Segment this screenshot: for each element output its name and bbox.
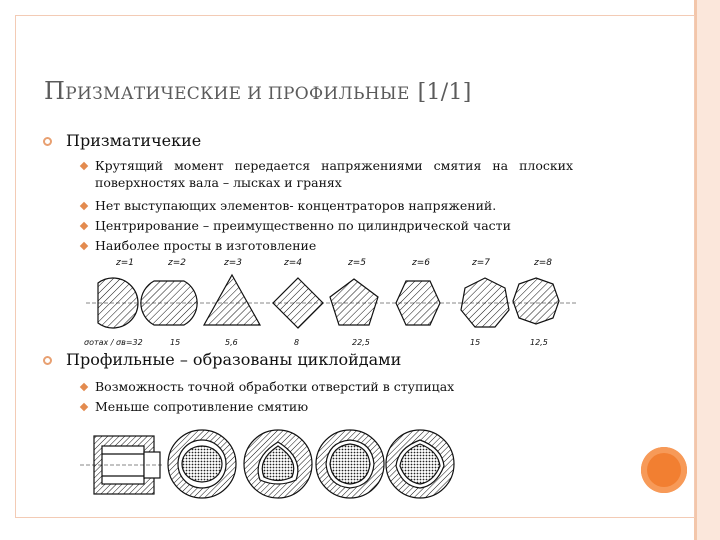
- title-counter: [1/1]: [417, 80, 472, 105]
- label-ratio: σотах / σв=32: [84, 338, 143, 347]
- shaft-hub-side-view: [80, 435, 164, 495]
- section-heading-profile: Профильные – образованы циклойдами: [66, 350, 402, 369]
- side-accent-line: [694, 0, 697, 540]
- label-z1: z=1: [115, 258, 134, 268]
- list-item: Нет выступающих элементов- концентраторо…: [95, 198, 497, 213]
- title-text: РИЗМАТИЧЕСКИЕ И ПРОФИЛЬНЫЕ: [65, 84, 410, 104]
- section-z3: [202, 273, 262, 326]
- label-value: 15: [470, 338, 480, 347]
- list-item-continuation: поверхностях вала – лысках и гранях: [95, 175, 342, 190]
- label-z6: z=6: [411, 258, 430, 268]
- label-value: 22,5: [352, 338, 370, 347]
- label-z3: z=3: [223, 258, 242, 268]
- label-value: 12,5: [530, 338, 548, 347]
- slide-frame: [15, 15, 695, 518]
- section-z5: [329, 278, 379, 326]
- slide-title: ПРИЗМАТИЧЕСКИЕ И ПРОФИЛЬНЫЕ [1/1]: [44, 77, 472, 105]
- label-z2: z=2: [167, 258, 186, 268]
- section-z7: [460, 277, 510, 328]
- section-bullet-icon: [43, 137, 52, 146]
- label-z5: z=5: [347, 258, 366, 268]
- list-item: Центрирование – преимущественно по цилин…: [95, 218, 511, 233]
- title-first-letter: П: [44, 77, 66, 105]
- section-z2: [140, 280, 198, 326]
- decorative-orange-circle: [641, 447, 687, 493]
- list-item: Возможность точной обработки отверстий в…: [95, 379, 455, 394]
- prismatic-sections-figure: z=1 z=2 z=3 z=4 z=5 z=6 z=7 z=8 σотах / …: [84, 258, 577, 347]
- section-z8: [512, 277, 560, 325]
- label-value: 8: [294, 338, 299, 347]
- label-z8: z=8: [533, 258, 552, 268]
- label-z4: z=4: [283, 258, 302, 268]
- label-z7: z=7: [471, 258, 490, 268]
- section-bullet-icon: [43, 356, 52, 365]
- side-accent-strip: [697, 0, 720, 540]
- profile-sections-figure: [80, 429, 455, 499]
- section-heading-prismatic: Призматичекие: [66, 131, 202, 150]
- list-item: Крутящий момент передается напряжениями …: [95, 158, 574, 173]
- list-item: Наиболее просты в изготовление: [95, 238, 317, 253]
- label-value: 15: [170, 338, 180, 347]
- list-item: Меньше сопротивление смятию: [95, 399, 309, 414]
- label-value: 5,6: [225, 338, 238, 347]
